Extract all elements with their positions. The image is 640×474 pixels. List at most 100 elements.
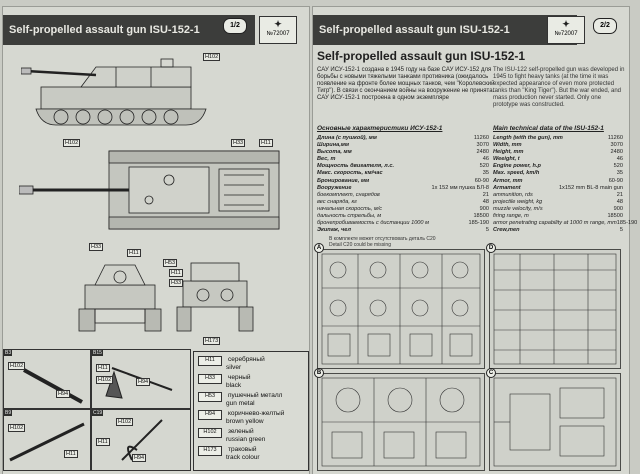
right-title: Self-propelled assault gun ISU-152-1 (317, 49, 526, 63)
inset-b15-code-3: H94 (136, 378, 151, 386)
logo-mark-icon: ✦ (274, 19, 282, 29)
spec-row: armor penetrating capability at 1000 m r… (493, 220, 637, 227)
spec-key: muzzle velocity, m/s (493, 205, 543, 212)
left-logo-number: №72007 (266, 31, 290, 37)
spec-key: Crew,men (493, 227, 520, 234)
spec-key: Длина (с пушкой), мм (317, 135, 377, 141)
spec-row: Экипаж, чел 5 (317, 227, 489, 234)
right-page-number: 2/2 (593, 18, 617, 34)
spec-value: 21 (616, 191, 623, 198)
legend-item-en: brown yellow (226, 418, 264, 425)
inset-c19-code-1: H102 (116, 418, 134, 426)
spec-key: projectile weight, kg (493, 198, 543, 205)
callout-h11-mid: H11 (259, 139, 273, 147)
spec-value: 3070 (610, 142, 623, 149)
sprue-a-parts-drawing (321, 253, 481, 365)
inset-b3: B3 H102 H94 (3, 349, 91, 409)
spec-value: 1x152 mm BL-8 main gun (558, 184, 623, 191)
callout-h53: H53 (163, 259, 178, 267)
inset-b3-code-2: H94 (56, 390, 71, 398)
spec-key: Вес, т (317, 156, 336, 163)
right-logo-number: №72007 (554, 31, 578, 37)
left-logo: ✦ №72007 (259, 16, 297, 44)
sprue-a (317, 249, 485, 369)
sprue-d (489, 249, 621, 369)
spec-value: 900 (479, 205, 489, 212)
spec-title-ru: Основные характеристики ИСУ-152-1 (317, 125, 443, 132)
intro-ru: САУ ИСУ-152-1 создана в 1945 году на баз… (317, 67, 495, 101)
inset-c19: C19 H102 H11 H94 (91, 409, 191, 471)
spec-key: Length (with the gun), mm (493, 135, 563, 141)
spec-key: Width, mm (493, 142, 522, 149)
inset-b15-code-1: H11 (96, 364, 110, 372)
sprue-letter-a: A (314, 243, 324, 253)
spec-key: Armor, mm (493, 177, 523, 184)
legend-item-en: track colour (226, 454, 260, 461)
inset-c19-code-2: H11 (96, 438, 110, 446)
spec-key: Height, mm (493, 149, 524, 156)
spec-value: 46 (616, 156, 623, 163)
spec-key: Max. speed, km/h (493, 170, 540, 177)
callout-h102-mid: H102 (63, 139, 81, 147)
spec-value: 11260 (607, 135, 623, 141)
inset-b9: B9 H102 H11 (3, 409, 91, 471)
logo-mark-icon: ✦ (562, 19, 570, 29)
inset-b9-tag: B9 (4, 410, 13, 416)
spec-key: Ширина,мм (317, 142, 350, 149)
spec-key: дальность стрельбы, м (317, 213, 382, 220)
legend-item-en: russian green (226, 436, 266, 443)
spec-row: muzzle velocity, m/s 900 (493, 206, 623, 213)
callout-h33-low: H33 (89, 243, 104, 251)
spec-value: 900 (613, 205, 623, 212)
spec-key: вес снаряда, кг (317, 198, 357, 205)
callout-h11-r: H11 (169, 269, 183, 277)
inset-c19-code-3: H94 (132, 454, 147, 462)
spec-value: 1х 152 мм пушка БЛ-8 (431, 184, 489, 191)
spec-row: Length (with the gun), mm 11260 (493, 135, 623, 142)
spec-key: Высота, мм (317, 149, 352, 156)
sprue-letter-c: C (486, 368, 496, 378)
inset-b9-code-2: H11 (64, 450, 78, 458)
spec-value: 18500 (473, 213, 489, 220)
intro-en: The ISU-122 self-propelled gun was devel… (493, 67, 625, 108)
spec-value: 2480 (476, 149, 489, 156)
inset-b15-code-2: H102 (96, 376, 114, 384)
spec-key: firing range, m (493, 213, 529, 220)
spec-key: armor penetrating capability at 1000 m r… (493, 220, 617, 227)
sprue-d-parts-drawing (493, 253, 617, 365)
sprue-b-parts-drawing (321, 377, 481, 467)
sprue-c (489, 373, 621, 471)
spec-row: Высота, мм 2480 (317, 149, 489, 156)
sprue-note-ru: В комплекте может отсутствовать деталь C… (329, 236, 436, 242)
spec-key: Макс. скорость, км/час (317, 170, 383, 177)
barrel-detail-drawing (23, 368, 83, 404)
callout-h173: H173 (203, 337, 221, 345)
inset-b15: B15 H11 H102 H94 (91, 349, 191, 409)
callout-h33-r: H33 (169, 279, 184, 287)
spec-value: 11260 (473, 135, 489, 141)
spec-value: 520 (613, 163, 623, 170)
callout-h11-low: H11 (127, 249, 141, 257)
spec-value: 60-90 (474, 177, 489, 184)
spec-value: 5 (485, 227, 489, 234)
legend-item-en: silver (226, 364, 242, 371)
right-page: Self-propelled assault gun ISU-152-1 ✦ №… (312, 6, 637, 474)
inset-b9-code-1: H102 (8, 424, 26, 432)
spec-key: Экипаж, чел (317, 227, 351, 234)
